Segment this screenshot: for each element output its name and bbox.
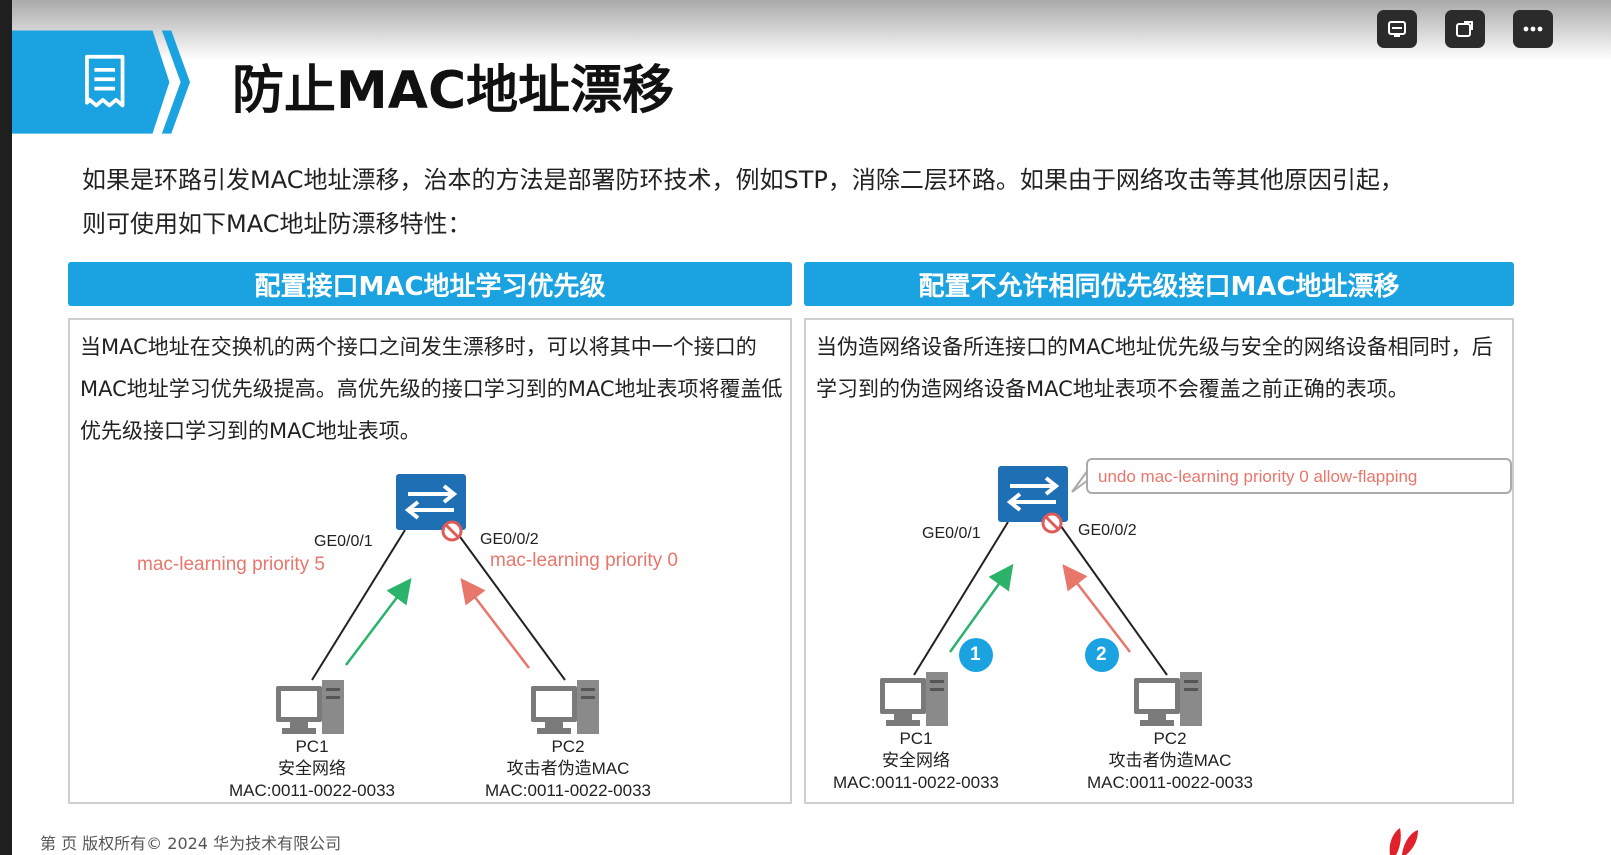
left-panel-heading: 配置接口MAC地址学习优先级 <box>68 262 792 306</box>
left-priority1-label: mac-learning priority 5 <box>137 554 325 575</box>
caption-button[interactable] <box>1377 10 1417 48</box>
right-port1-label: GE0/0/1 <box>922 525 981 542</box>
left-priority2-label: mac-learning priority 0 <box>490 550 678 571</box>
right-switch-icon <box>996 464 1070 524</box>
right-link-pc2 <box>1057 521 1168 676</box>
right-pc2-mac: MAC:0011-0022-0033 <box>1086 773 1253 792</box>
footer-text: 第 页 版权所有© 2024 华为技术有限公司 <box>40 834 342 853</box>
step-2-label: 2 <box>1096 644 1107 665</box>
step-2-badge <box>1085 638 1119 672</box>
left-red-arrow <box>460 578 530 669</box>
right-pc1-desc: 安全网络 <box>882 751 950 770</box>
command-text: undo mac-learning priority 0 allow-flapp… <box>1098 467 1418 486</box>
window-top-shade <box>0 0 1611 60</box>
left-port1-label: GE0/0/1 <box>314 533 373 550</box>
left-link-pc2 <box>454 529 566 681</box>
right-green-arrow <box>948 563 1014 653</box>
popout-icon <box>1456 21 1473 37</box>
left-pc2-desc: 攻击者伪造MAC <box>506 759 630 778</box>
left-panel-box <box>68 318 792 804</box>
right-pc2-label: PC2 攻击者伪造MAC MAC:0011-0022-0033 <box>1070 728 1270 794</box>
right-pc1-label: PC1 安全网络 MAC:0011-0022-0033 <box>818 728 1014 794</box>
caption-icon <box>1388 21 1406 37</box>
right-pc1-icon <box>880 672 948 726</box>
left-pc2-icon <box>531 680 599 734</box>
intro-line-1: 如果是环路引发MAC地址漂移，治本的方法是部署防环技术，例如STP，消除二层环路… <box>82 166 1404 194</box>
right-blocked-icon <box>1041 512 1063 534</box>
more-button[interactable] <box>1513 10 1553 48</box>
left-pc2-mac: MAC:0011-0022-0033 <box>484 781 651 800</box>
intro-text: 如果是环路引发MAC地址漂移，治本的方法是部署防环技术，例如STP，消除二层环路… <box>82 158 1522 246</box>
left-pc1-label: PC1 安全网络 MAC:0011-0022-0033 <box>214 736 410 802</box>
left-link-pc1 <box>311 529 406 681</box>
left-port2-label: GE0/0/2 <box>480 531 539 548</box>
right-pc2-desc: 攻击者伪造MAC <box>1108 751 1232 770</box>
left-pc1-mac: MAC:0011-0022-0033 <box>228 781 395 800</box>
right-panel-heading: 配置不允许相同优先级接口MAC地址漂移 <box>804 262 1514 306</box>
popout-button[interactable] <box>1445 10 1485 48</box>
slide-title: 防止MAC地址漂移 <box>232 61 675 121</box>
step-1-label: 1 <box>970 644 981 665</box>
left-green-arrow <box>345 578 412 666</box>
left-window-edge <box>0 0 12 855</box>
title-banner <box>12 30 190 134</box>
right-panel-text: 当伪造网络设备所连接口的MAC地址优先级与安全的网络设备相同时，后学习到的伪造网… <box>816 335 1493 401</box>
right-pc2-name: PC2 <box>1153 729 1187 748</box>
right-red-arrow <box>1062 564 1131 653</box>
right-pc1-mac: MAC:0011-0022-0033 <box>832 773 999 792</box>
step-1-badge <box>959 638 993 672</box>
left-pc1-desc: 安全网络 <box>278 759 346 778</box>
huawei-logo <box>1389 828 1418 855</box>
intro-line-2: 则可使用如下MAC地址防漂移特性： <box>82 210 472 238</box>
left-pc2-name: PC2 <box>551 737 585 756</box>
right-pc1-name: PC1 <box>899 729 933 748</box>
right-pc2-icon <box>1134 672 1202 726</box>
right-port2-label: GE0/0/2 <box>1078 522 1137 539</box>
left-panel-text: 当MAC地址在交换机的两个接口之间发生漂移时，可以将其中一个接口的MAC地址学习… <box>80 335 783 443</box>
left-pc2-label: PC2 攻击者伪造MAC MAC:0011-0022-0033 <box>468 736 668 802</box>
more-icon <box>1523 26 1543 32</box>
document-icon <box>85 54 125 108</box>
right-link-pc1 <box>913 521 1009 676</box>
left-blocked-icon <box>441 520 463 542</box>
command-callout: undo mac-learning priority 0 allow-flapp… <box>1086 458 1512 494</box>
left-pc1-name: PC1 <box>295 737 329 756</box>
left-pc1-icon <box>276 680 344 734</box>
